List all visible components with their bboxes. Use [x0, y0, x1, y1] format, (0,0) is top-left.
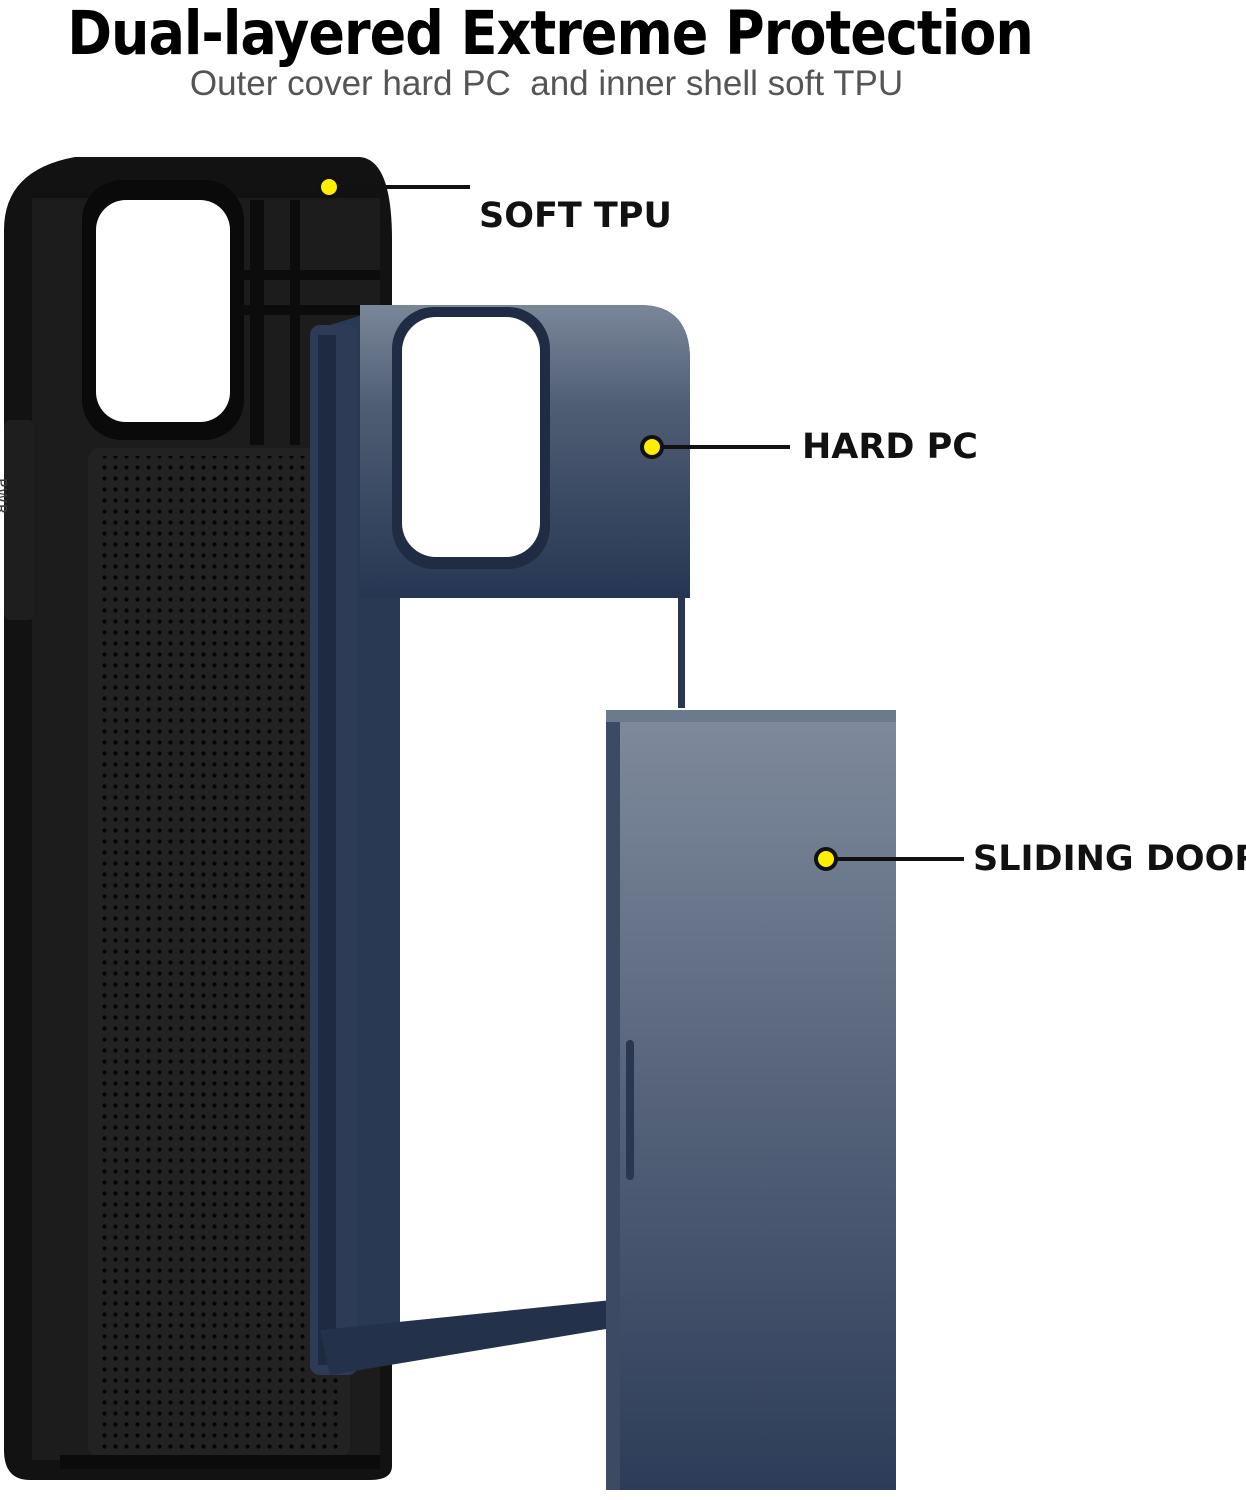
- callout-hard-pc: HARD PC: [802, 427, 978, 467]
- marker-dot-sliding-door: [814, 847, 838, 871]
- hard-pc-frame: [310, 305, 690, 1375]
- soft-tpu-shell: [4, 157, 392, 1480]
- marker-dot-soft-tpu: [317, 175, 341, 199]
- marker-dot-hard-pc: [640, 435, 664, 459]
- headline: Dual-layered Extreme Protection: [67, 0, 1034, 69]
- callout-sliding-door: SLIDING DOOR: [973, 839, 1246, 879]
- pwr-marking: PWR: [0, 478, 10, 516]
- subheadline: Outer cover hard PC and inner shell soft…: [189, 64, 904, 103]
- sliding-door: [606, 710, 896, 1490]
- callout-soft-tpu: SOFT TPU: [479, 196, 672, 236]
- callout-leaders: [329, 185, 964, 861]
